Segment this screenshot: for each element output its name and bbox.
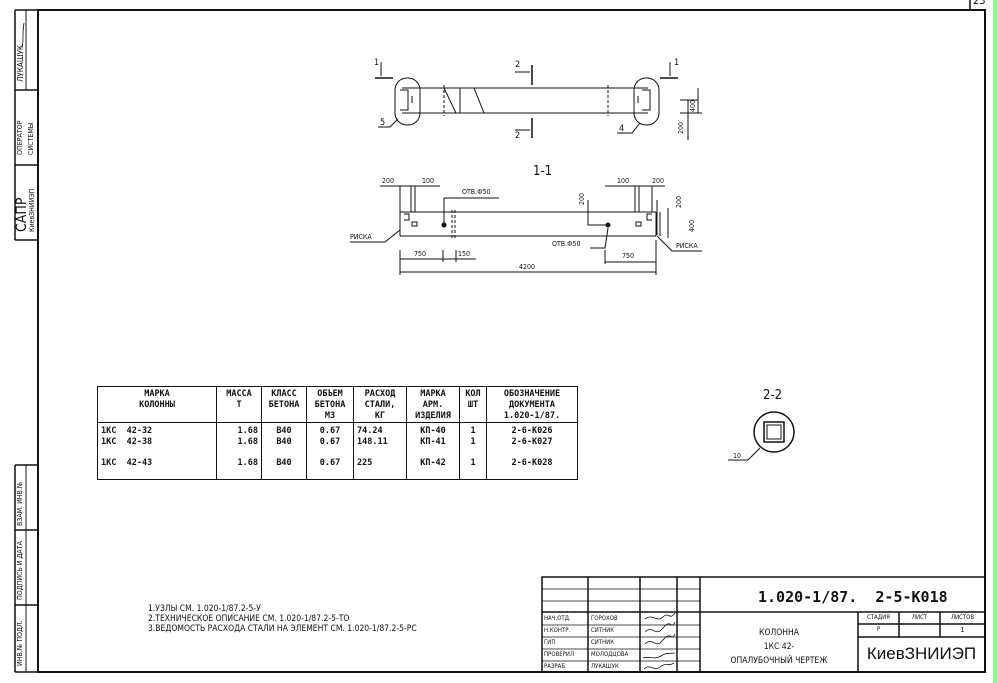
role: ПРОВЕРИЛ bbox=[544, 651, 575, 658]
name: ГОРОХОВ bbox=[591, 615, 618, 622]
dim: 150 bbox=[458, 250, 471, 258]
signatory-roles: НАЧ.ОТД. Н.КОНТР. ГИП ПРОВЕРИЛ РАЗРАБ. bbox=[544, 613, 574, 673]
role: Н.КОНТР. bbox=[544, 627, 571, 634]
section-mark: 2 bbox=[515, 131, 521, 141]
stage-value: Р bbox=[876, 626, 881, 633]
stamp-kievzniiep: КиевЗНИИЭП bbox=[28, 188, 36, 232]
risk-label: РИСКА bbox=[676, 242, 698, 250]
dim: 400 bbox=[688, 219, 696, 232]
drawing-name: КОЛОННА 1КС 42- ОПАЛУБОЧНЫЙ ЧЕРТЕЖ bbox=[730, 628, 828, 666]
sheets-value: 1 bbox=[960, 626, 965, 634]
stamp-inv-podl: ИНВ.№ ПОДЛ. bbox=[16, 620, 24, 666]
dim-400: 400 bbox=[689, 99, 697, 112]
section-mark: 1 bbox=[374, 58, 380, 68]
dim: 200 bbox=[652, 177, 665, 185]
role: ГИП bbox=[544, 639, 556, 646]
stamp-vzam-inv: ВЗАМ. ИНВ.№ bbox=[16, 481, 24, 526]
stamp-podpis-data: ПОДПИСЬ И ДАТА bbox=[16, 541, 24, 600]
name: ЛУКАШУК bbox=[591, 663, 619, 670]
note: 3.ВЕДОМОСТЬ РАСХОДА СТАЛИ НА ЭЛЕМЕНТ СМ.… bbox=[148, 624, 417, 634]
note: 2.ТЕХНИЧЕСКОЕ ОПИСАНИЕ СМ. 1.020-1/87.2-… bbox=[148, 614, 350, 624]
sheet-header: ЛИСТ bbox=[911, 614, 928, 621]
section-1-1-view bbox=[350, 185, 702, 275]
dim-200: 200 bbox=[677, 121, 685, 134]
name: МОЛОДЦОВА bbox=[591, 651, 629, 658]
notes: 1.УЗЛЫ СМ. 1.020-1/87.2-5-У 2.ТЕХНИЧЕСКО… bbox=[148, 604, 417, 634]
document-designation: 1.020-1/87. 2-5-К018 bbox=[758, 588, 948, 606]
scan-edge bbox=[993, 0, 998, 683]
section-mark: 1 bbox=[674, 58, 680, 68]
risk-label: РИСКА bbox=[350, 233, 372, 241]
dim: 750 bbox=[414, 250, 427, 258]
sheets-header: ЛИСТОВ bbox=[950, 614, 975, 621]
stamp-lukashuk: ЛУКАШУК bbox=[16, 44, 25, 82]
dim: 200 bbox=[382, 177, 395, 185]
total-length: 4200 bbox=[519, 263, 536, 271]
signatures bbox=[21, 22, 676, 670]
stage-header: СТАДИЯ bbox=[867, 614, 890, 621]
note: 1.УЗЛЫ СМ. 1.020-1/87.2-5-У bbox=[148, 604, 261, 614]
dim: 200 bbox=[578, 192, 586, 205]
organization: КиевЗНИИЭП bbox=[866, 644, 977, 663]
stamp-operator: ОПЕРАТОР bbox=[16, 120, 24, 155]
sheet-corner-number: 23 bbox=[973, 0, 986, 7]
callout-10: 10 bbox=[733, 452, 742, 460]
dim: 750 bbox=[622, 252, 635, 260]
role: РАЗРАБ. bbox=[544, 663, 567, 670]
signatory-names: ГОРОХОВ СИТНИК СИТНИК МОЛОДЦОВА ЛУКАШУК bbox=[591, 613, 628, 673]
dim: 200 bbox=[675, 195, 683, 208]
dim: 100 bbox=[617, 177, 630, 185]
plan-view bbox=[375, 62, 702, 140]
callout-4: 4 bbox=[619, 124, 625, 134]
dim: 100 bbox=[422, 177, 435, 185]
stamp-system: СИСТЕМЫ bbox=[27, 122, 35, 155]
section-2-2-view bbox=[728, 411, 795, 461]
section-2-2-title: 2-2 bbox=[763, 388, 783, 403]
hole-label: ОТВ.Ф50 bbox=[552, 240, 581, 248]
hole-label: ОТВ.Ф50 bbox=[462, 188, 491, 196]
name: СИТНИК bbox=[591, 639, 615, 646]
section-mark: 2 bbox=[515, 60, 521, 70]
role: НАЧ.ОТД. bbox=[544, 615, 571, 622]
callout-5: 5 bbox=[380, 118, 386, 128]
sheet-frame bbox=[37, 9, 986, 673]
section-1-1-title: 1-1 bbox=[533, 164, 553, 179]
title-block-grid bbox=[541, 576, 986, 673]
name: СИТНИК bbox=[591, 627, 615, 634]
